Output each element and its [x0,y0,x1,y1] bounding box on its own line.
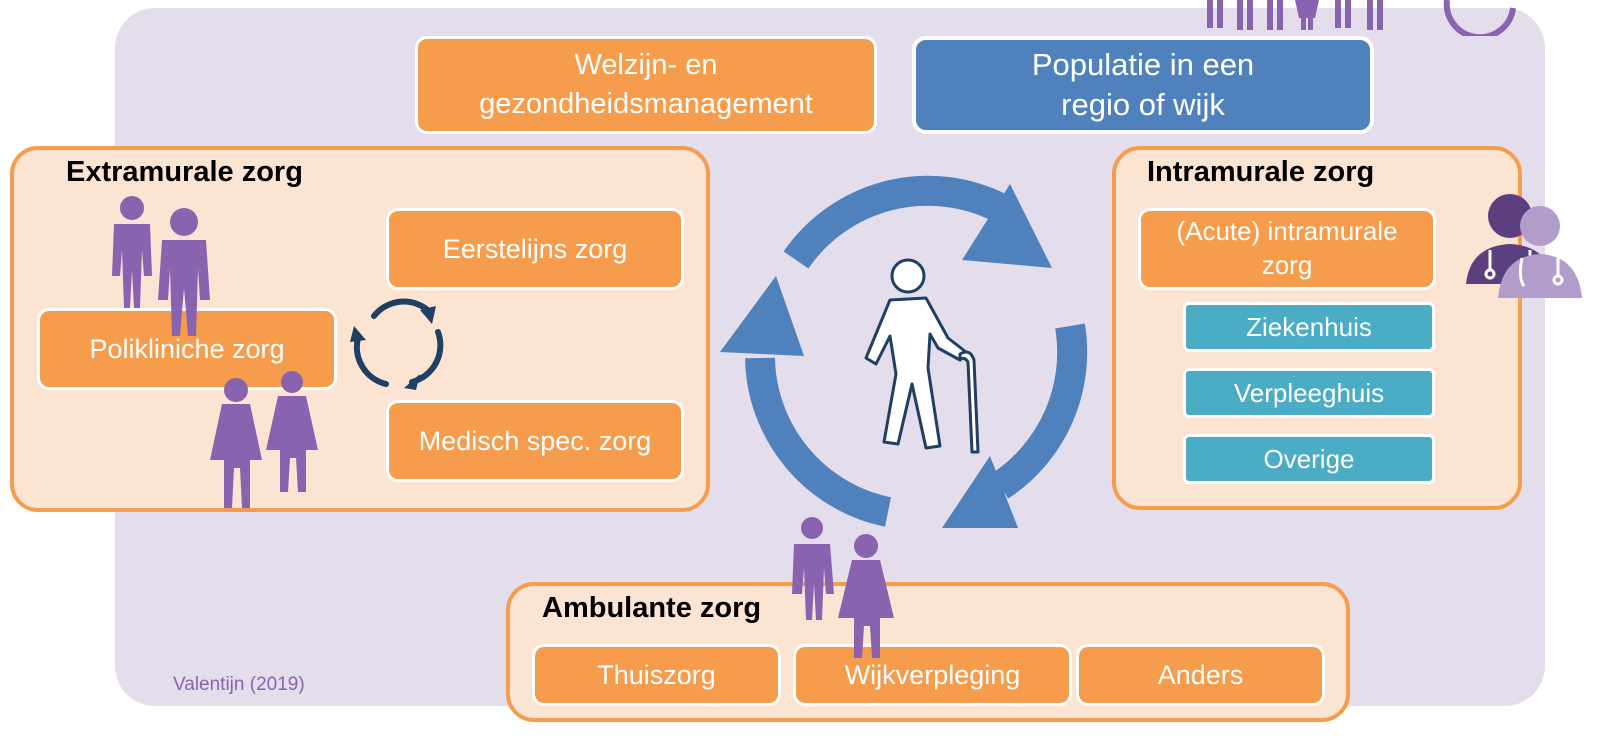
intramural-title: Intramurale zorg [1147,156,1375,188]
medisch-spec-box: Medisch spec. zorg [386,400,684,482]
eerstelijns-zorg-box: Eerstelijns zorg [386,208,684,290]
small-cycle-icon [350,298,444,390]
anders-box: Anders [1076,644,1325,706]
elderly-person-icon [864,258,980,454]
overige-box: Overige [1183,434,1435,484]
couple-icon [792,517,894,658]
women-icon [210,371,318,508]
welzijn-management-box: Welzijn- en gezondheidsmanagement [415,36,877,134]
acute-intramural-box: (Acute) intramurale zorg [1138,208,1436,290]
verpleeghuis-box: Verpleeghuis [1183,368,1435,418]
thuiszorg-box: Thuiszorg [532,644,781,706]
ziekenhuis-box: Ziekenhuis [1183,302,1435,352]
doctors-icon [1466,194,1582,298]
ambulant-title: Ambulante zorg [542,592,762,624]
populatie-box: Populatie in een regio of wijk [912,36,1374,134]
wijkverpleging-box: Wijkverpleging [793,644,1072,706]
men-icon [112,196,210,336]
people-strip-icon [1207,0,1516,36]
source-credit: Valentijn (2019) [173,674,305,695]
extramural-title: Extramurale zorg [66,156,303,188]
care-cycle-icon [720,175,1088,528]
